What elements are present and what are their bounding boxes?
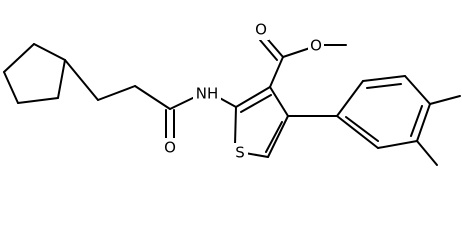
bond [134, 85, 171, 110]
bond [404, 75, 431, 105]
bond [17, 97, 59, 104]
bond [362, 75, 406, 82]
bond [259, 39, 278, 61]
bond [377, 140, 418, 149]
bond [169, 95, 198, 110]
bond [282, 47, 311, 58]
bond [336, 80, 364, 117]
bond [97, 85, 136, 101]
bond [269, 86, 289, 117]
bond [3, 71, 19, 104]
bond [33, 43, 66, 61]
bond [366, 83, 402, 89]
atom-label-ester-carbonyl-oxygen: O [255, 21, 267, 39]
bond [416, 103, 431, 142]
bond [345, 116, 379, 142]
bond [244, 152, 269, 158]
bond [240, 94, 272, 113]
bond [336, 115, 379, 149]
bond [235, 86, 271, 108]
bond [265, 121, 283, 153]
atom-label-ester-oxygen: O [310, 37, 322, 55]
atom-label-thiophene-sulfur: S [235, 144, 245, 162]
bond [64, 59, 99, 101]
atom-label-amide-oxygen: O [164, 139, 176, 157]
bond [269, 56, 284, 88]
atom-label-amide-nitrogen: NH [196, 85, 219, 103]
atom-labels: O O NH O S [162, 20, 324, 163]
bond [267, 115, 289, 158]
bond [3, 43, 35, 73]
bond [57, 59, 66, 99]
bond [416, 140, 438, 166]
bond [410, 105, 423, 137]
chemical-structure-diagram: O O NH O S [3, 20, 461, 166]
bond [234, 106, 237, 146]
bond [429, 95, 461, 105]
